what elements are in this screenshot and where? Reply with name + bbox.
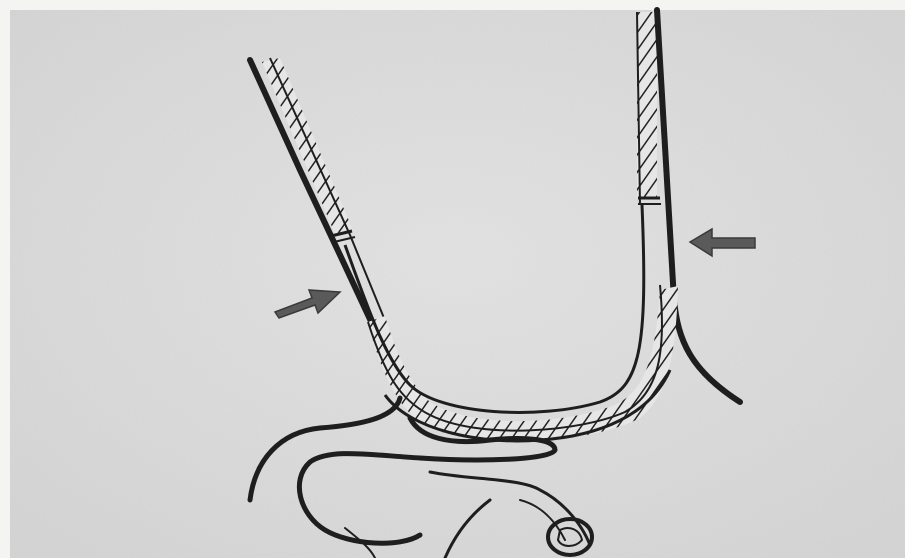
diagram-canvas bbox=[0, 0, 905, 558]
diagram-figure bbox=[0, 0, 905, 558]
